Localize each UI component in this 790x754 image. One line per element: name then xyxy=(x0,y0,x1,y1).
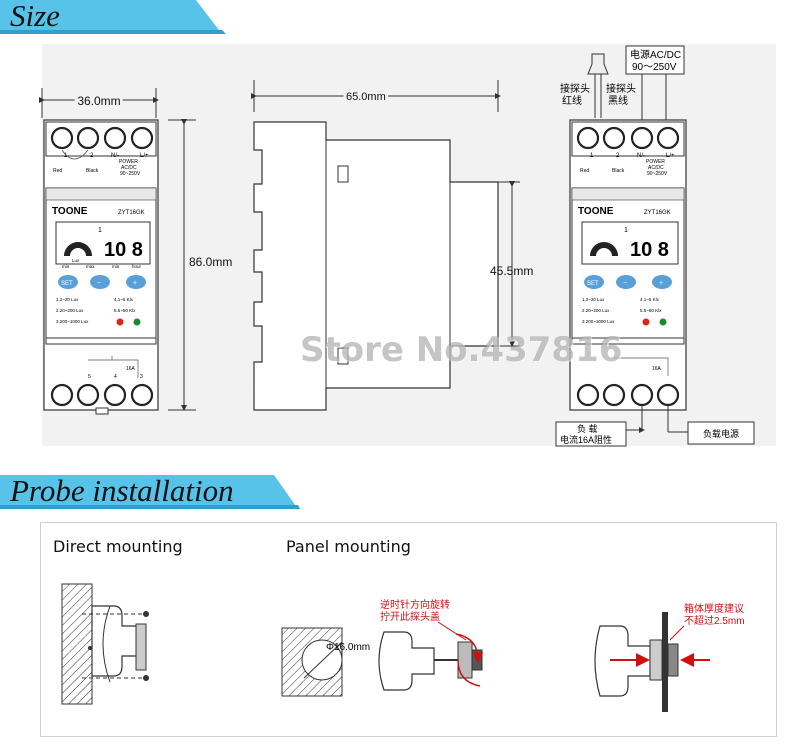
height-dimension-label: 86.0mm xyxy=(189,255,232,269)
svg-text:16A: 16A xyxy=(126,366,136,372)
svg-text:5: 5 xyxy=(88,374,91,380)
banner-shape xyxy=(0,475,300,509)
depth-dimension-label: 65.0mm xyxy=(346,91,386,103)
power-box-line1: 电源AC/DC xyxy=(630,48,681,61)
svg-text:1: 1 xyxy=(624,227,628,234)
svg-text:hour: hour xyxy=(132,264,142,269)
probe-red-label-1: 接探头 xyxy=(560,82,590,95)
front-view: 36.0mm 1 2 N/- L/+ Red Black POWER AC/DC… xyxy=(39,88,232,415)
wire-red: Red xyxy=(53,168,62,174)
svg-text:N/-: N/- xyxy=(637,153,645,159)
svg-text:min: min xyxy=(112,264,120,269)
term-n: N/- xyxy=(111,153,119,159)
svg-text:4: 4 xyxy=(114,374,117,380)
store-watermark: Store No.437816 xyxy=(300,330,623,370)
power-box-line2: 90～250V xyxy=(632,62,677,73)
panel-mounting-label: Panel mounting xyxy=(286,537,411,556)
svg-text:min: min xyxy=(62,264,70,269)
direct-mounting-label: Direct mounting xyxy=(53,537,183,556)
svg-text:2: 2 xyxy=(616,153,620,159)
svg-text:L/+: L/+ xyxy=(666,153,675,159)
size-diagram: 36.0mm 1 2 N/- L/+ Red Black POWER AC/DC… xyxy=(39,45,755,447)
power-range: 90~250V xyxy=(120,171,141,177)
btn-set: SET xyxy=(61,281,73,287)
banner-shape xyxy=(0,0,226,34)
load-box-line1: 负 载 xyxy=(577,423,598,434)
probe-red-label-2: 红线 xyxy=(562,94,582,107)
brand: TOONE xyxy=(52,206,88,217)
size-banner: Size xyxy=(0,0,240,34)
term-2: 2 xyxy=(90,153,94,159)
svg-text:5.5~50 Klx: 5.5~50 Klx xyxy=(114,308,136,313)
probe-black-label-1: 接探头 xyxy=(606,82,636,95)
svg-text:+: + xyxy=(659,280,663,287)
svg-text:1: 1 xyxy=(590,153,594,159)
power-type: AC/DC xyxy=(121,165,137,171)
wiring-view: 接探头 红线 接探头 黑线 电源AC/DC 90～250V 1 2 N/- L/… xyxy=(555,45,755,447)
term-1: 1 xyxy=(64,153,68,159)
model: ZYT16GK xyxy=(118,210,145,216)
side-view: 65.0mm 45.5mm xyxy=(251,80,533,411)
svg-text:16A: 16A xyxy=(652,366,662,372)
top-terminals: 1 2 N/- L/+ Red Black POWER AC/DC 90~250… xyxy=(45,121,157,177)
svg-text:3.200~1000 Lux: 3.200~1000 Lux xyxy=(56,319,89,324)
svg-text:Red: Red xyxy=(580,168,589,174)
svg-text:POWER: POWER xyxy=(646,159,665,165)
probe-title: Probe installation xyxy=(10,473,234,508)
svg-text:3.200~1000 Lux: 3.200~1000 Lux xyxy=(582,319,615,324)
set-button-drawing xyxy=(58,275,78,289)
probe-black-label-2: 黑线 xyxy=(608,94,628,107)
size-title: Size xyxy=(10,0,60,33)
lcd-lux: Lux xyxy=(72,258,80,263)
lcd-top-digit: 1 xyxy=(98,227,102,234)
width-dimension-label: 36.0mm xyxy=(77,94,120,108)
svg-text:max: max xyxy=(86,264,95,269)
power-label: POWER xyxy=(119,159,138,165)
svg-text:AC/DC: AC/DC xyxy=(648,165,664,171)
step-dimension-label: 45.5mm xyxy=(490,264,533,278)
svg-text:4.1~5 Klx: 4.1~5 Klx xyxy=(114,297,134,302)
svg-text:ZYT16GK: ZYT16GK xyxy=(644,210,671,216)
svg-text:2.20~200 Lux: 2.20~200 Lux xyxy=(56,308,84,313)
wire-black: Black xyxy=(86,168,99,174)
svg-text:2.20~200 Lux: 2.20~200 Lux xyxy=(582,308,610,313)
svg-text:5.5~50 Klx: 5.5~50 Klx xyxy=(640,308,662,313)
svg-text:Black: Black xyxy=(612,168,625,174)
btn-plus: + xyxy=(133,280,137,287)
lcd-digits: 10 8 xyxy=(104,239,143,261)
btn-minus: − xyxy=(97,280,101,287)
svg-text:TOONE: TOONE xyxy=(578,206,614,217)
load-box-line2: 电流16A阻性 xyxy=(560,434,612,445)
svg-text:SET: SET xyxy=(587,281,599,287)
svg-text:10 8: 10 8 xyxy=(630,239,669,261)
svg-text:3: 3 xyxy=(140,374,143,380)
svg-text:90~250V: 90~250V xyxy=(647,171,668,177)
probe-banner: Probe installation xyxy=(0,473,300,509)
svg-text:−: − xyxy=(623,280,627,287)
svg-text:1.2~20 Lux: 1.2~20 Lux xyxy=(582,297,605,302)
probe-panel xyxy=(40,522,777,737)
load-power-label: 负载电源 xyxy=(703,428,739,439)
term-l: L/+ xyxy=(140,153,149,159)
svg-text:4.1~5 Klx: 4.1~5 Klx xyxy=(640,297,660,302)
svg-text:1.2~20 Lux: 1.2~20 Lux xyxy=(56,297,79,302)
